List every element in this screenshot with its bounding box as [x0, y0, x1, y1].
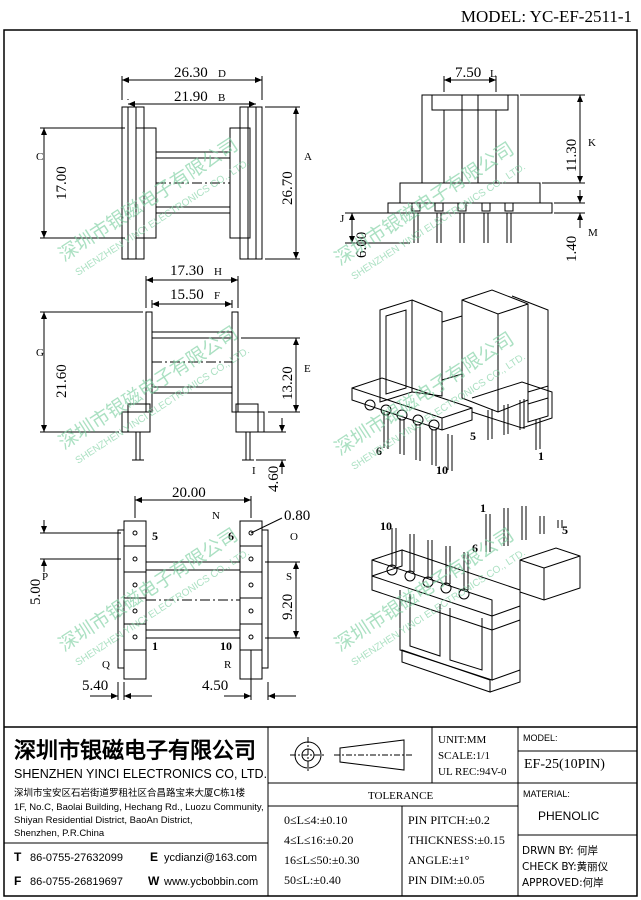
pin-label-6: 6	[228, 529, 234, 543]
pin-label-5-iso2: 5	[562, 523, 568, 537]
pin-label-5: 5	[152, 529, 158, 543]
tol-row-3: 16≤L≤50:±0.30	[284, 853, 359, 867]
dim-15-50: 15.50	[170, 287, 204, 303]
pin-label-10: 10	[220, 639, 232, 653]
marker-s: S	[286, 571, 292, 583]
dim-20-00: 20.00	[172, 485, 206, 501]
fax-value: 86-0755-26819697	[30, 876, 123, 888]
material-value: PHENOLIC	[538, 809, 600, 823]
marker-e: E	[304, 363, 311, 375]
web-value[interactable]: www.ycbobbin.com	[163, 876, 258, 888]
material-label: MATERIAL:	[523, 789, 570, 799]
title-block	[4, 726, 637, 896]
marker-r: R	[224, 659, 232, 671]
ul-text: UL REC:94V-0	[438, 766, 507, 778]
pin-label-6-iso2: 6	[472, 541, 478, 555]
tol-row-1: 0≤L≤4:±0.10	[284, 813, 347, 827]
email-label: E	[150, 850, 158, 864]
company-name-en: SHENZHEN YINCI ELECTRONICS CO, LTD.	[14, 767, 267, 781]
pin-label-1: 1	[152, 639, 158, 653]
watermark-cn-3: 深圳市银磁电子有限公司	[55, 322, 242, 454]
marker-j: J	[340, 213, 345, 225]
dim-26-70: 26.70	[280, 171, 296, 205]
dim-7-50: 7.50	[455, 65, 481, 81]
marker-q: Q	[102, 659, 110, 671]
checked-by: CHECK BY:黄丽仪	[522, 860, 609, 873]
pin-label-1-iso2: 1	[480, 501, 486, 515]
view-front-top	[40, 76, 300, 260]
tol-row-2: 4≤L≤16:±0.20	[284, 833, 353, 847]
web-label: W	[148, 874, 160, 888]
dim-11-30: 11.30	[564, 139, 580, 172]
dim-0-80: 0.80	[284, 508, 310, 524]
dim-4-50: 4.50	[202, 678, 228, 694]
dim-21-60: 21.60	[54, 364, 70, 398]
tol-row-4: 50≤L:±0.40	[284, 873, 341, 887]
dim-5-00: 5.00	[28, 579, 44, 605]
model-value: EF-25(10PIN)	[524, 757, 605, 772]
marker-p: P	[42, 571, 48, 583]
marker-d: D	[218, 68, 226, 80]
dim-1-40: 1.40	[564, 236, 580, 262]
address-en-3: Shenzhen, P.R.China	[14, 828, 105, 839]
tol-right-3: ANGLE:±1°	[408, 853, 470, 867]
pin-label-5-iso: 5	[470, 429, 476, 443]
pin-label-10-iso: 10	[436, 463, 448, 477]
address-en-1: 1F, No.C, Baolai Building, Hechang Rd., …	[14, 802, 264, 813]
watermark-cn-1: 深圳市银磁电子有限公司	[55, 134, 242, 266]
marker-m: M	[588, 227, 598, 239]
pin-label-10-iso2: 10	[380, 519, 392, 533]
tel-value: 86-0755-27632099	[30, 852, 123, 864]
email-value[interactable]: ycdianzi@163.com	[164, 852, 257, 864]
model-label: MODEL:	[523, 733, 558, 743]
dim-4-60: 4.60	[266, 466, 282, 492]
tol-right-1: PIN PITCH:±0.2	[408, 813, 490, 827]
sheet-border	[3, 29, 638, 897]
watermark-cn-5: 深圳市银磁电子有限公司	[55, 524, 242, 656]
marker-i: I	[252, 465, 256, 477]
dim-5-40: 5.40	[82, 678, 108, 694]
dim-17-30: 17.30	[170, 263, 204, 279]
marker-a: A	[304, 151, 312, 163]
tol-right-4: PIN DIM:±0.05	[408, 873, 485, 887]
pin-label-1-iso: 1	[538, 449, 544, 463]
marker-o: O	[290, 531, 298, 543]
tol-right-2: THICKNESS:±0.15	[408, 833, 505, 847]
address-en-2: Shiyan Residential District, BaoAn Distr…	[14, 815, 192, 826]
view-front-middle	[40, 276, 300, 474]
marker-l: L	[490, 68, 497, 80]
model-header: MODEL: YC-EF-2511-1	[461, 7, 632, 26]
unit-text: UNIT:MM	[438, 734, 487, 746]
marker-c: C	[36, 151, 43, 163]
dim-13-20: 13.20	[280, 366, 296, 400]
tel-label: T	[14, 850, 22, 864]
company-name-cn: 深圳市银磁电子有限公司	[14, 738, 256, 764]
watermark-cn-6: 深圳市银磁电子有限公司	[331, 524, 518, 656]
dim-9-20: 9.20	[280, 594, 296, 620]
marker-b: B	[218, 92, 225, 104]
marker-f: F	[214, 290, 220, 302]
dim-21-90: 21.90	[174, 89, 208, 105]
dim-26-30: 26.30	[174, 65, 208, 81]
dim-6-00: 6.00	[354, 232, 370, 258]
view-isometric-top	[351, 289, 553, 471]
view-side-top	[345, 76, 585, 244]
pin-label-6-iso: 6	[376, 444, 382, 458]
fax-label: F	[14, 874, 21, 888]
marker-n: N	[212, 510, 220, 522]
marker-g: G	[36, 347, 44, 359]
dim-17-00: 17.00	[54, 166, 70, 200]
scale-text: SCALE:1/1	[438, 750, 490, 762]
view-bottom	[40, 496, 300, 700]
drawn-by: DRWN BY: 何岸	[522, 844, 598, 857]
marker-h: H	[214, 266, 222, 278]
view-isometric-bottom	[371, 506, 581, 693]
marker-k: K	[588, 137, 596, 149]
tolerance-heading: TOLERANCE	[368, 790, 433, 802]
address-cn: 深圳市宝安区石岩街道罗租社区合昌路宝来大厦C栋1楼	[14, 787, 246, 799]
watermark-cn-4: 深圳市银磁电子有限公司	[331, 328, 518, 460]
approved-by: APPROVED:何岸	[522, 876, 604, 889]
